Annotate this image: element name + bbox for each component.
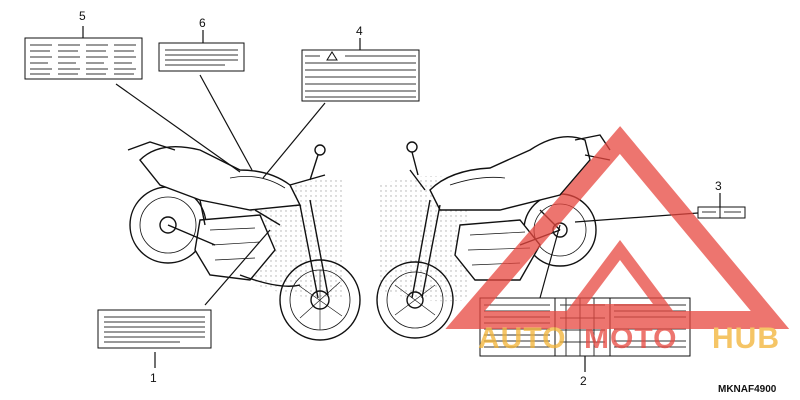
- watermark-inner-triangle-icon: [563, 240, 677, 316]
- watermark-triangle-icon: [445, 126, 790, 329]
- motorcycle-left: [127, 141, 361, 341]
- label-6[interactable]: [158, 42, 245, 72]
- callout-1: 1: [150, 371, 157, 385]
- label-1[interactable]: [97, 309, 212, 349]
- callout-5: 5: [79, 9, 86, 23]
- label-3[interactable]: [697, 206, 746, 219]
- part-code: MKNAF4900: [718, 384, 777, 395]
- watermark-text-hub: HUB: [712, 322, 780, 355]
- watermark-text-auto: AUTO: [478, 322, 566, 355]
- callout-6: 6: [199, 16, 206, 30]
- warning-triangle-icon: [326, 51, 338, 61]
- label-4[interactable]: [301, 49, 420, 102]
- watermark-text-moto: MOTO: [584, 322, 677, 355]
- watermark-logo: AUTO MOTO HUB: [445, 126, 790, 355]
- callout-4: 4: [356, 24, 363, 38]
- callout-3: 3: [715, 179, 722, 193]
- label-5[interactable]: [24, 37, 143, 80]
- callout-2: 2: [580, 374, 587, 388]
- callout-numbers: 1 2 3 4 5 6: [79, 9, 722, 388]
